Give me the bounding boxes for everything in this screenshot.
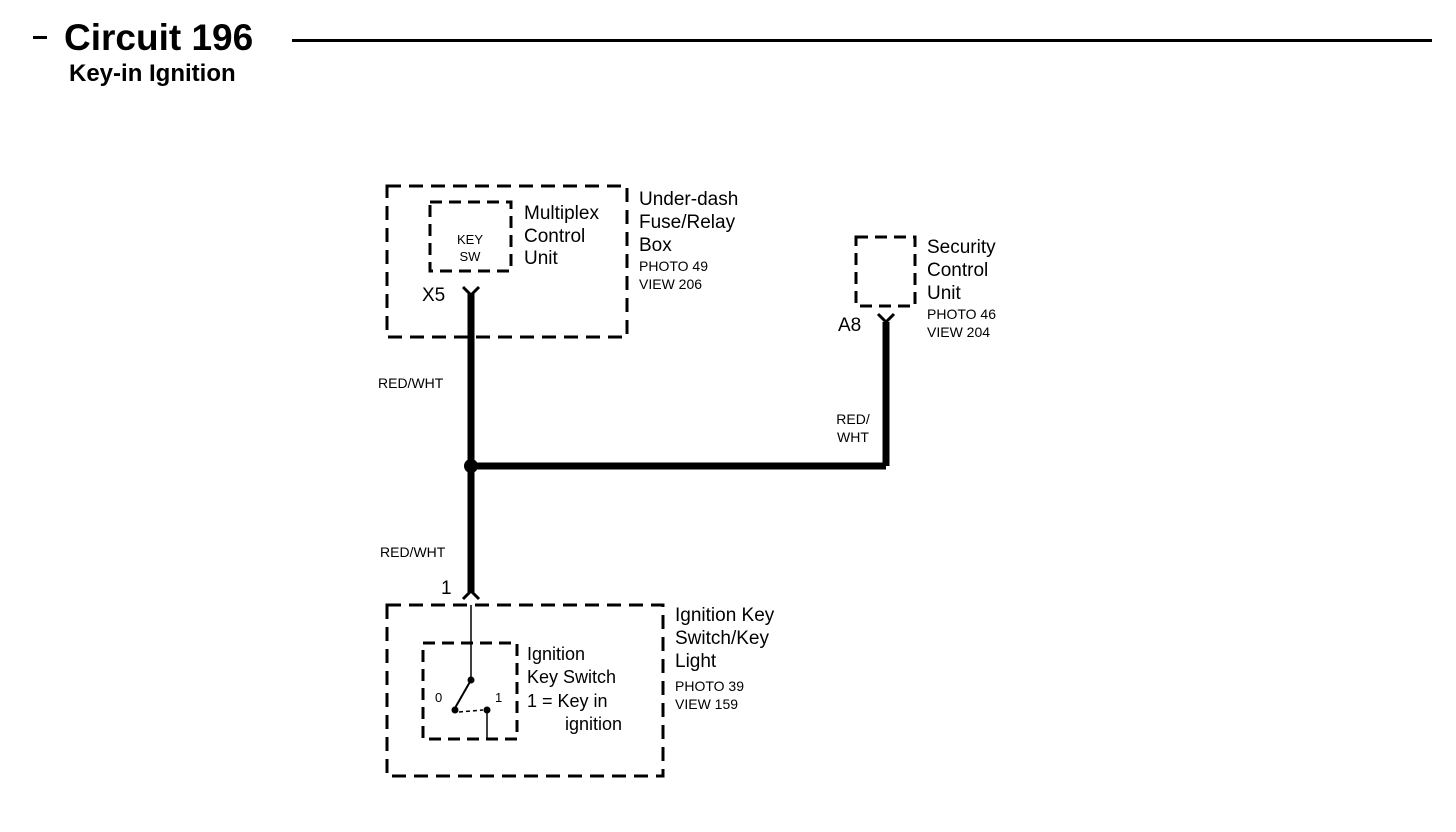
connector-1-label: 1 (441, 578, 452, 599)
ignition-box-outline (385, 603, 665, 778)
underdash-box-outline (385, 184, 629, 339)
multiplex-unit-line-1: Multiplex (524, 203, 599, 224)
wire-label-upper: RED/WHT (378, 375, 444, 391)
wire-label-branch-2: WHT (837, 429, 869, 445)
ignition-name-1: Ignition Key (675, 605, 775, 626)
underdash-view: VIEW 206 (639, 276, 702, 292)
connector-1-symbol (461, 588, 481, 601)
splice-point (464, 459, 478, 473)
title-dash (33, 36, 47, 39)
underdash-name-1: Under-dash (639, 189, 738, 210)
security-name-1: Security (927, 237, 996, 258)
key-switch-line-1: Ignition (527, 644, 585, 664)
key-sw-outline (428, 200, 513, 273)
underdash-photo: PHOTO 49 (639, 258, 708, 274)
multiplex-unit-line-3: Unit (524, 248, 559, 269)
circuit-title: Circuit 196 (64, 17, 254, 58)
switch-position-1: 1 (495, 690, 502, 705)
ignition-name-3: Light (675, 651, 717, 672)
switch-actuator-link (458, 709, 484, 713)
key-switch-line-2: Key Switch (527, 667, 616, 687)
circuit-subtitle: Key-in Ignition (69, 60, 236, 87)
ignition-photo: PHOTO 39 (675, 678, 744, 694)
wire-harness (461, 285, 896, 601)
underdash-fuse-relay-box: KEY SW Multiplex Control Unit X5 (385, 184, 629, 339)
wire-label-branch-1: RED/ (836, 411, 870, 427)
diagram-header: Circuit 196 Key-in Ignition (0, 0, 1456, 100)
switch-blade (454, 679, 472, 709)
security-view: VIEW 204 (927, 324, 990, 340)
ignition-name-2: Switch/Key (675, 628, 769, 649)
underdash-name-2: Fuse/Relay (639, 212, 736, 233)
key-switch-line-4: ignition (565, 714, 622, 734)
underdash-name-3: Box (639, 235, 672, 256)
switch-position-0: 0 (435, 690, 442, 705)
connector-a8-label: A8 (838, 315, 861, 336)
ignition-key-switch-box: 0 1 Ignition Key Switch 1 = Key in ignit… (385, 603, 665, 778)
key-sw-label-2: SW (460, 249, 482, 264)
key-switch-outline (421, 641, 519, 741)
wire-label-lower: RED/WHT (380, 544, 446, 560)
security-photo: PHOTO 46 (927, 306, 996, 322)
security-name-3: Unit (927, 283, 962, 304)
switch-contact-0 (451, 706, 459, 714)
connector-a8-symbol (876, 312, 896, 325)
connector-x5-label: X5 (422, 285, 445, 306)
security-control-unit: A8 (838, 235, 917, 336)
security-unit-outline (854, 235, 917, 308)
title-rule (292, 39, 1432, 42)
key-switch-line-3: 1 = Key in (527, 691, 608, 711)
security-name-2: Control (927, 260, 988, 281)
ignition-view: VIEW 159 (675, 696, 738, 712)
multiplex-unit-line-2: Control (524, 226, 585, 247)
key-sw-label-1: KEY (457, 232, 483, 247)
